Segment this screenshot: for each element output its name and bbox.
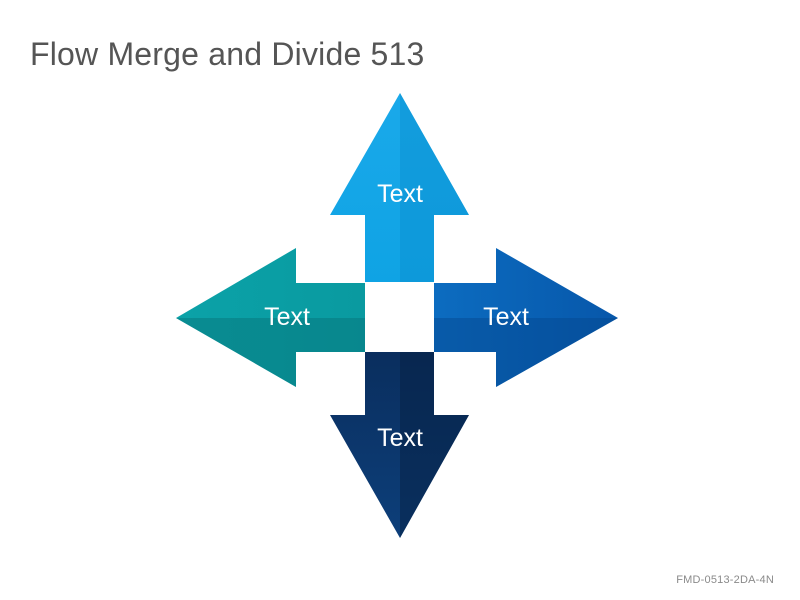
- slide-title: Flow Merge and Divide 513: [30, 36, 425, 72]
- arrow-down-shade: [400, 352, 469, 538]
- arrow-left-body: [176, 248, 365, 387]
- arrow-left-shade: [176, 318, 365, 387]
- arrow-down-label: Text: [377, 424, 423, 452]
- arrow-down-body: [330, 352, 469, 538]
- slide-code: FMD-0513-2DA-4N: [676, 574, 774, 586]
- arrow-up-label: Text: [377, 180, 423, 208]
- arrow-left: Text: [176, 248, 365, 387]
- arrow-right-label: Text: [483, 303, 529, 331]
- arrow-right: Text: [434, 248, 618, 387]
- arrow-right-body: [434, 248, 618, 387]
- arrow-right-shade: [434, 318, 618, 387]
- arrow-up-shade: [400, 93, 469, 282]
- arrow-up: Text: [330, 93, 469, 282]
- arrow-left-label: Text: [264, 303, 310, 331]
- arrow-down: Text: [330, 352, 469, 538]
- arrow-up-body: [330, 93, 469, 282]
